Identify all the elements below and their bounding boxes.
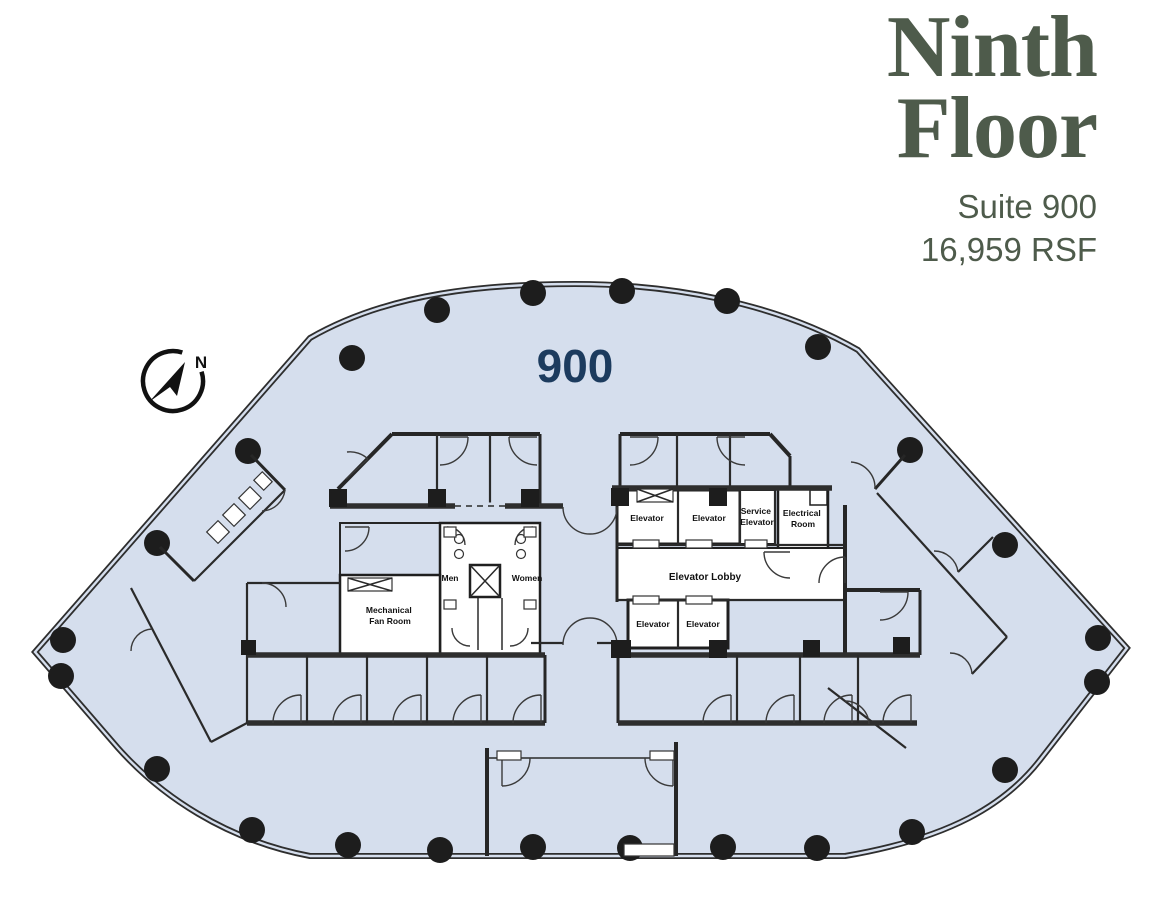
interior-walls (130, 432, 1008, 856)
room-label-elevator: Elevator (636, 619, 670, 629)
shaft-box (468, 563, 502, 599)
north-arrow: N (140, 348, 207, 414)
north-label: N (195, 353, 207, 372)
room-labels: 900 Elevator Elevator Elevator Elevator … (366, 340, 823, 629)
room-label-elevator: Elevator (686, 619, 720, 629)
suite-number-label: 900 (537, 340, 614, 392)
fixtures (205, 470, 768, 857)
room-label-electrical-room: Electrical Room (783, 508, 823, 529)
suite-label: Suite 900 (957, 187, 1097, 225)
electrical-closet (809, 489, 828, 506)
room-label-elevator: Elevator (630, 513, 664, 523)
room-label-women: Women (512, 573, 543, 583)
square-columns (241, 488, 910, 658)
page-title-line1: Ninth (886, 0, 1098, 96)
area-label: 16,959 RSF (920, 231, 1097, 269)
room-label-elevator: Elevator (692, 513, 726, 523)
room-label-service-elevator: Service Elevator (740, 506, 774, 527)
room-label-men: Men (442, 573, 459, 583)
room-label-elevator-lobby: Elevator Lobby (669, 572, 742, 583)
perimeter-columns (48, 278, 1111, 863)
north-arrow-pointer (149, 362, 185, 402)
title-block: Ninth Floor Suite 900 16,959 RSF (886, 0, 1098, 270)
north-arrow-circle (140, 348, 206, 414)
vent-box (347, 577, 393, 592)
page-title-line2: Floor (896, 79, 1098, 177)
room-label-mechanical-fan-room: Mechanical Fan Room (366, 605, 414, 626)
vent-box (636, 488, 674, 503)
